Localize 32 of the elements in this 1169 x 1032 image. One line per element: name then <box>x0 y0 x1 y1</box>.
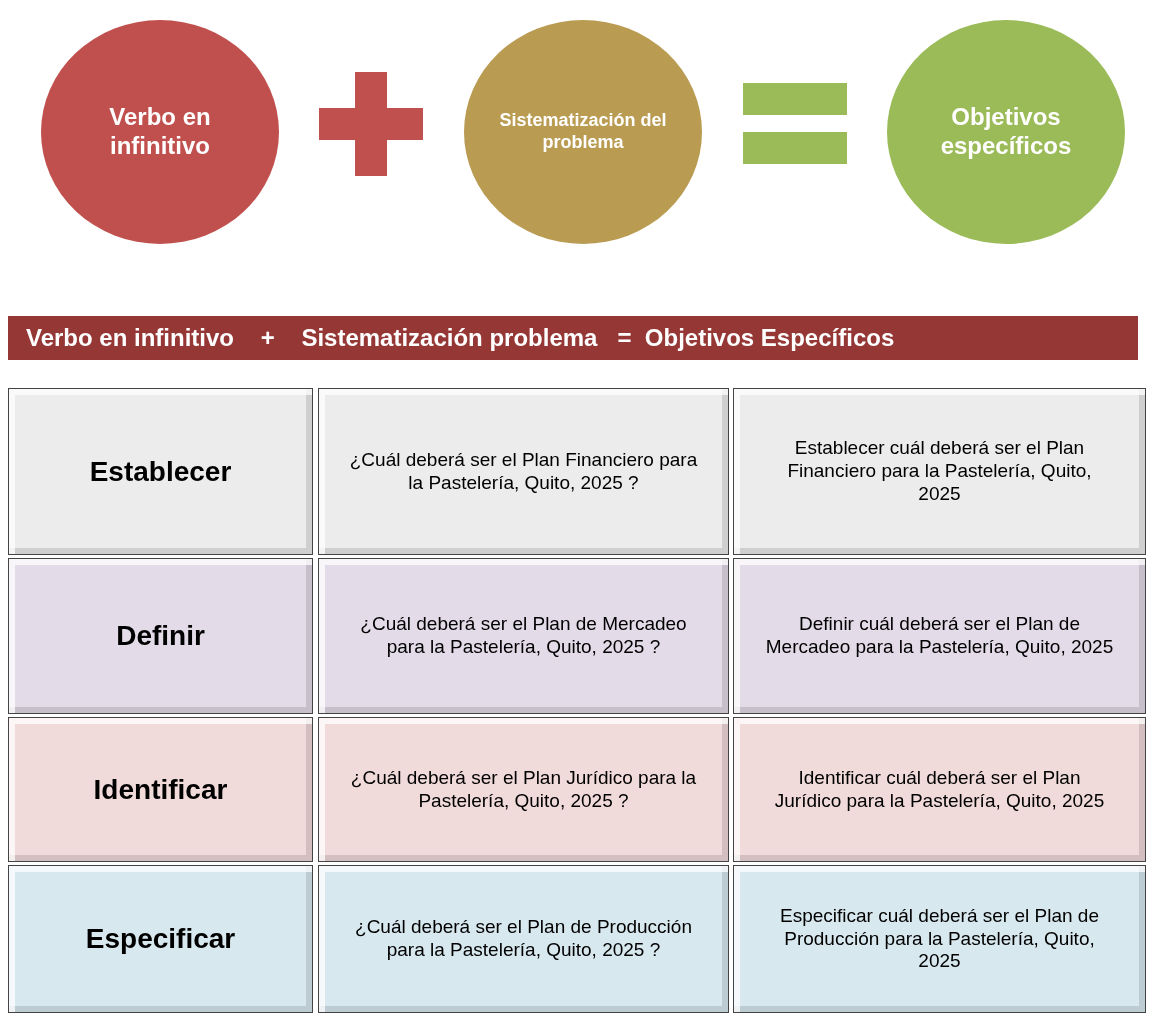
table-cell <box>8 558 313 714</box>
cell-heading: Establecer <box>88 454 233 489</box>
circle-label: Sistematización del problema <box>498 110 668 154</box>
circle-label: Verbo en infinitivo <box>108 103 212 161</box>
table-cell <box>8 388 313 555</box>
cell-text: ¿Cuál deberá ser el Plan Financiero para la Pastelería, Quito, 2025 ? <box>348 448 699 495</box>
cell-heading: Definir <box>115 619 206 653</box>
table-cell <box>318 717 729 862</box>
circle-label: Objetivos específicos <box>939 103 1073 161</box>
table-cell <box>733 865 1146 1013</box>
cell-text: ¿Cuál deberá ser el Plan de Producción para la Pastelería, Quito, 2025 ? <box>354 916 693 962</box>
banner-text: Verbo en infinitivo + Sistematización problema = Objetivos Específicos <box>26 323 895 353</box>
table-cell <box>318 865 729 1013</box>
cell-heading: Identificar <box>92 772 229 807</box>
title-banner <box>8 316 1138 360</box>
table-cell <box>318 388 729 555</box>
circle-node <box>464 20 702 244</box>
cell-text: Especificar cuál deberá ser el Plan de Producción para la Pastelería, Quito, 2025 <box>779 904 1100 974</box>
table-cell <box>8 717 313 862</box>
table-cell <box>8 865 313 1013</box>
cell-text: Establecer cuál deberá ser el Plan Financiero para la Pastelería, Quito, 2025 <box>786 437 1093 506</box>
circle-node <box>887 20 1125 244</box>
cell-text: ¿Cuál deberá ser el Plan de Mercadeo para la Pastelería, Quito, 2025 ? <box>359 613 688 659</box>
cell-heading: Especificar <box>84 922 237 956</box>
table-cell <box>733 558 1146 714</box>
cell-text: Definir cuál deberá ser el Plan de Mercadeo para la Pastelería, Quito, 2025 <box>764 613 1115 659</box>
cell-text: Identificar cuál deberá ser el Plan Jurídico para la Pastelería, Quito, 2025 <box>773 766 1106 813</box>
table-cell <box>733 388 1146 555</box>
table-cell <box>733 717 1146 862</box>
circle-node <box>41 20 279 244</box>
table-cell <box>318 558 729 714</box>
cell-text: ¿Cuál deberá ser el Plan Jurídico para la Pastelería, Quito, 2025 ? <box>349 766 698 813</box>
